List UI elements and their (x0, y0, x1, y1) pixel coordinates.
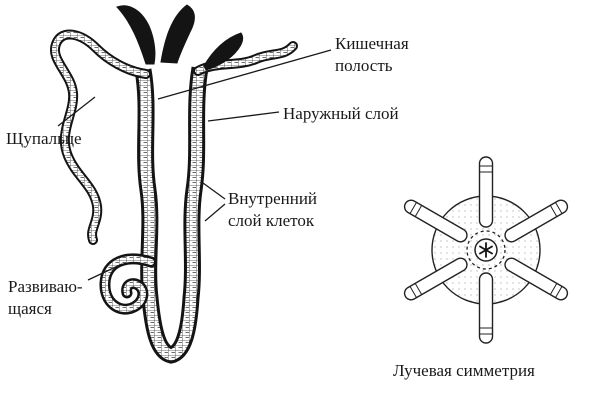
radial-arm (504, 257, 569, 301)
label-inner-layer: Внутренний слой клеток (228, 188, 317, 232)
radial-arm (478, 156, 494, 228)
label-gut-cavity-line2: полость (335, 56, 393, 76)
radial-symmetry-figure (403, 156, 569, 344)
hydra-bud (99, 253, 157, 315)
radial-arm (504, 199, 569, 243)
radial-figure-caption-cropped: гидры (468, 392, 513, 400)
pointer-gut-cavity (157, 49, 332, 100)
label-inner-layer-line2: слой клеток (228, 211, 315, 231)
radial-arm (403, 257, 468, 301)
label-bud-line2: щаяся (8, 299, 52, 319)
radial-dashed-ring (466, 230, 506, 270)
label-tentacle: Щупальце (6, 129, 82, 148)
radial-figure-caption: Лучевая симметрия (393, 361, 535, 380)
pointer-inner-layer-a (202, 182, 226, 200)
hydra-body-wall (134, 66, 209, 364)
radial-arm (403, 199, 468, 243)
hydra-dark-tentacle-right (203, 32, 244, 71)
pointer-bud (87, 263, 123, 281)
label-gut-cavity: Кишечная полость (335, 33, 409, 77)
hydra-dark-tentacle-center (160, 4, 195, 64)
label-outer-layer: Наружный слой (283, 104, 399, 123)
hydra-dark-tentacle-left (116, 5, 156, 65)
label-inner-layer-line1: Внутренний (228, 189, 318, 208)
pointer-inner-layer-b (204, 203, 226, 222)
label-bud: Развиваю- щаяся (8, 276, 83, 320)
label-gut-cavity-line1: Кишечная (335, 34, 409, 53)
label-bud-line1: Развиваю- (8, 277, 83, 296)
pointer-tentacle (57, 96, 96, 127)
radial-center-asterisk (479, 242, 493, 258)
pointer-outer-layer (207, 111, 280, 122)
radial-arm (478, 272, 494, 344)
hydra-illustration (49, 4, 332, 364)
hydra-left-tentacle (49, 29, 151, 245)
